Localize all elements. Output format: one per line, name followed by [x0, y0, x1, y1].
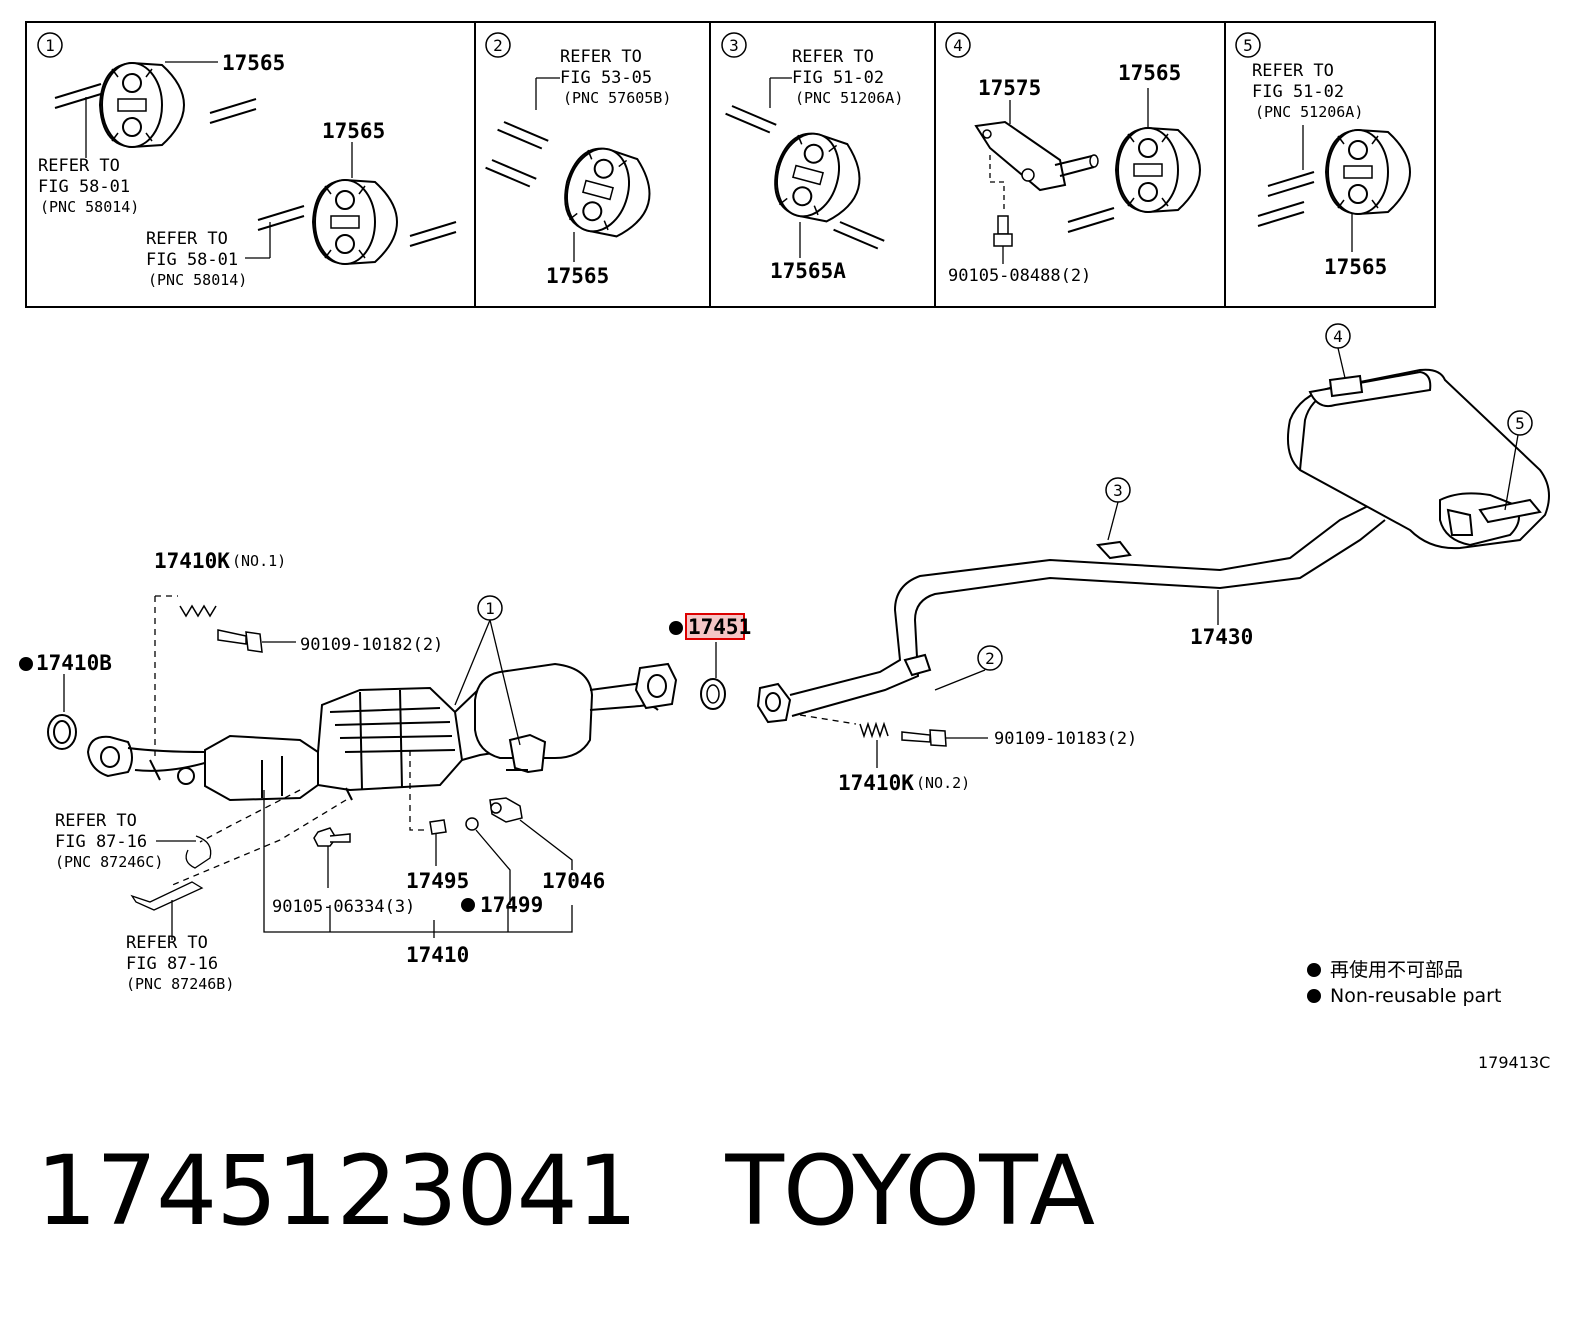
hardware [179, 604, 947, 847]
panel-4-part-17575: 17575 [978, 76, 1041, 100]
panel-3-ref-pnc: (PNC 51206A) [795, 89, 903, 107]
main-ref-a-fig: FIG 87-16 [55, 832, 147, 852]
caption-part-number: 1745123041 [36, 1135, 638, 1247]
non-reusable-markers [19, 621, 1321, 1003]
panel-1-ref-a-pnc: (PNC 58014) [40, 198, 139, 216]
panel-3-ref-fig: FIG 51-02 [792, 68, 884, 88]
panel-3-index: 3 [729, 36, 739, 55]
label-17410k-2-note: (NO.2) [916, 774, 970, 792]
hanger-17565-b [312, 179, 398, 265]
panel-1-ref-b-refer: REFER TO [146, 229, 228, 249]
panel-index-markers: 1 2 3 4 5 [37, 32, 1261, 58]
leader-lines [63, 347, 1519, 940]
highlight-box [685, 613, 745, 640]
document-id: 179413C [1478, 1053, 1550, 1072]
main-ref-a-refer: REFER TO [55, 811, 137, 831]
label-17451: 17451 [688, 615, 751, 639]
hanger-17565-a [99, 62, 185, 148]
callout-5: 5 [1515, 414, 1525, 433]
panel-1-part-17565-a: 17565 [222, 51, 285, 75]
tailpipe-assembly [756, 368, 1550, 724]
label-17410k-1: 17410K [154, 549, 230, 573]
main-ref-b-fig: FIG 87-16 [126, 954, 218, 974]
panel-5-ref-refer: REFER TO [1252, 61, 1334, 81]
panel-1-index: 1 [45, 36, 55, 55]
panel-2-ref-refer: REFER TO [560, 47, 642, 67]
caption: 1745123041 TOYOTA [36, 1135, 1095, 1247]
label-17430: 17430 [1190, 625, 1253, 649]
label-17495: 17495 [406, 869, 469, 893]
panel-1-ref-b-pnc: (PNC 58014) [148, 271, 247, 289]
panel-3-ref-refer: REFER TO [792, 47, 874, 67]
gasket-17451 [700, 678, 726, 710]
panel-2-drawing: REFER TO FIG 53-05 (PNC 57605B) 17565 [484, 47, 671, 288]
main-labels: 17410K (NO.1) 90109-10182(2) 17410B 1745… [36, 549, 1253, 993]
callout-4: 4 [1333, 327, 1343, 346]
main-ref-a-pnc: (PNC 87246C) [55, 853, 163, 871]
bolt-90105-08488 [993, 215, 1013, 247]
callout-3: 3 [1113, 481, 1123, 500]
panel-5-index: 5 [1243, 36, 1253, 55]
panel-4-drawing: 17575 90105-08488(2) 17565 [948, 61, 1201, 286]
panel-3-drawing: REFER TO FIG 51-02 (PNC 51206A) 17565A [724, 47, 903, 283]
label-17410: 17410 [406, 943, 469, 967]
panel-2-ref-pnc: (PNC 57605B) [563, 89, 671, 107]
panel-5-ref-pnc: (PNC 51206A) [1255, 103, 1363, 121]
label-17410b: 17410B [36, 651, 112, 675]
panel-5-drawing: REFER TO FIG 51-02 (PNC 51206A) 17565 [1252, 61, 1411, 279]
hanger-17565-c [555, 140, 661, 246]
hanger-17565-e [1325, 129, 1411, 215]
callouts: 1 2 3 4 5 [477, 323, 1533, 671]
panel-4-part-17565: 17565 [1118, 61, 1181, 85]
caption-gap [637, 1135, 726, 1247]
panel-4-index: 4 [953, 36, 963, 55]
label-90109-10183: 90109-10183(2) [994, 729, 1137, 749]
label-17046: 17046 [542, 869, 605, 893]
panel-1-ref-a-fig: FIG 58-01 [38, 177, 130, 197]
panel-2-ref-fig: FIG 53-05 [560, 68, 652, 88]
panel-3-part-17565a: 17565A [770, 259, 846, 283]
hanger-17565a [765, 125, 871, 231]
panel-5-part-17565: 17565 [1324, 255, 1387, 279]
exhaust-assembly [47, 662, 678, 802]
label-90109-10182: 90109-10182(2) [300, 635, 443, 655]
panel-1-drawing: 17565 REFER TO FIG 58-01 (PNC 58014) 175… [38, 51, 457, 289]
label-90105-06334: 90105-06334(3) [272, 897, 415, 917]
detail-panels [25, 21, 1436, 308]
callout-1: 1 [485, 599, 495, 618]
legend-en: Non-reusable part [1330, 985, 1501, 1007]
legend-jp: 再使用不可部品 [1330, 959, 1463, 981]
panel-1-ref-a-refer: REFER TO [38, 156, 120, 176]
panel-1-ref-b-fig: FIG 58-01 [146, 250, 238, 270]
panel-5-ref-fig: FIG 51-02 [1252, 82, 1344, 102]
main-ref-b-refer: REFER TO [126, 933, 208, 953]
caption-brand: TOYOTA [725, 1135, 1095, 1247]
legend: 再使用不可部品 Non-reusable part [1330, 959, 1501, 1007]
panel-1-part-17565-b: 17565 [322, 119, 385, 143]
panel-2-index: 2 [493, 36, 503, 55]
main-ref-b-pnc: (PNC 87246B) [126, 975, 234, 993]
label-17499: 17499 [480, 893, 543, 917]
callout-2: 2 [985, 649, 995, 668]
hanger-17565-d [1115, 127, 1201, 213]
panel-4-part-bolt: 90105-08488(2) [948, 266, 1091, 286]
label-17410k-2: 17410K [838, 771, 914, 795]
label-17410k-1-note: (NO.1) [232, 552, 286, 570]
panel-2-part-17565: 17565 [546, 264, 609, 288]
